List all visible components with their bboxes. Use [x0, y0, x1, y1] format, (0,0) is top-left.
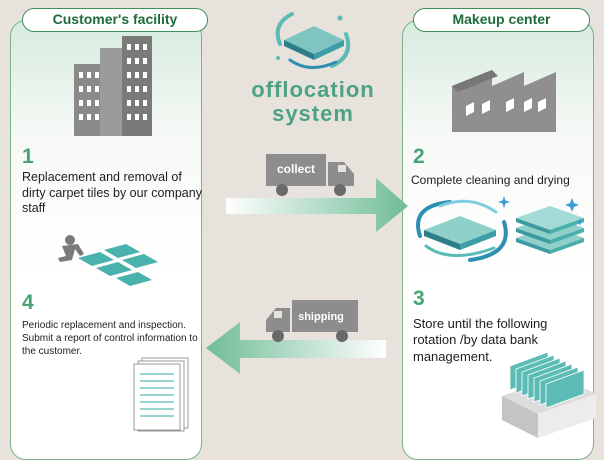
- shipping-truck-icon: [266, 300, 358, 342]
- step-4-text: Periodic replacement and inspection. Sub…: [22, 320, 198, 358]
- carpet-tiles-icon: [58, 235, 158, 286]
- step-2-text: Complete cleaning and drying: [411, 173, 570, 187]
- step-1-number: 1: [22, 145, 34, 168]
- worker-icon: [58, 235, 84, 262]
- offlocation-logo-icon: [275, 12, 351, 69]
- collect-label: collect: [276, 162, 315, 176]
- customer-facility-header: Customer's facility: [22, 8, 208, 32]
- step-4-number: 4: [22, 291, 34, 314]
- factory-icon: [452, 70, 556, 132]
- collect-arrow: [226, 178, 408, 232]
- logo-line-2: system: [272, 101, 354, 126]
- collect-truck-icon: [266, 154, 354, 196]
- step-1-text: Replacement and removal of dirty carpet …: [22, 170, 202, 216]
- step-3-number: 3: [413, 287, 425, 310]
- step-3-text: Store until the following rotation /by d…: [413, 316, 548, 364]
- makeup-center-header: Makeup center: [413, 8, 590, 32]
- tile-rack-icon: [502, 351, 596, 438]
- logo-line-1: offlocation: [251, 77, 375, 102]
- logo-text: offlocation system: [238, 78, 388, 126]
- buildings-icon: [74, 36, 152, 136]
- document-stack-icon: [133, 357, 189, 432]
- sparkle-icon: [498, 196, 510, 208]
- step-2-number: 2: [413, 145, 425, 168]
- sparkle-icon: [565, 198, 584, 226]
- shipping-label: shipping: [298, 311, 344, 323]
- water-swirl-icon: [416, 199, 508, 262]
- shipping-arrow: [206, 322, 386, 374]
- tile-stack-icon: [516, 198, 584, 254]
